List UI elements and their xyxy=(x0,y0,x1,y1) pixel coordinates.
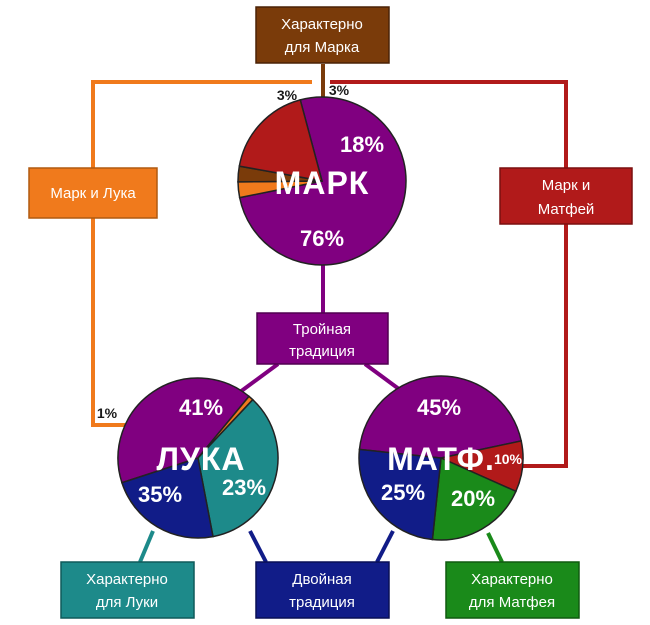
connector-mark-luke xyxy=(91,80,312,427)
box-double-line2: традиция xyxy=(289,594,355,611)
box-luke-only: Характерно для Луки xyxy=(60,561,195,619)
label-luke-mark-luke: 1% xyxy=(97,405,118,421)
box-luke-only-line1: Характерно xyxy=(86,571,168,588)
box-mark-only: Характерно для Марка xyxy=(255,6,390,64)
label-mark-mark-luke: 3% xyxy=(277,87,298,103)
connector-double-luke xyxy=(248,530,268,563)
box-mark-luke-line1: Марк и Лука xyxy=(50,185,136,202)
box-mark-matthew-line2: Матфей xyxy=(538,201,595,218)
connector-triple-luke xyxy=(238,362,280,394)
connector-double-matthew xyxy=(375,530,395,563)
pie-matthew-slice-triple xyxy=(358,375,523,459)
label-luke-luke-only: 35% xyxy=(138,482,182,507)
box-mark-only-line2: для Марка xyxy=(285,39,360,56)
label-matthew-triple: 45% xyxy=(417,395,461,420)
box-luke-only-line2: для Луки xyxy=(96,594,158,611)
label-matthew-double: 25% xyxy=(381,480,425,505)
box-double: Двойная традиция xyxy=(255,561,390,619)
connectors xyxy=(91,64,568,563)
box-matthew-only-line1: Характерно xyxy=(471,571,553,588)
pie-mark-slice-triple xyxy=(238,96,407,266)
pie-luke xyxy=(117,377,279,539)
connector-luke-only xyxy=(138,530,155,563)
box-double-line1: Двойная xyxy=(292,571,351,588)
pie-luke-slice-luke-only xyxy=(197,398,279,538)
box-matthew-only-line2: для Матфея xyxy=(469,594,555,611)
box-mark-only-line1: Характерно xyxy=(281,16,363,33)
connector-triple-matthew xyxy=(363,362,405,394)
connector-mark-matthew xyxy=(330,80,568,468)
box-mark-matthew: Марк и Матфей xyxy=(499,167,633,225)
label-luke-triple: 41% xyxy=(179,395,223,420)
box-triple-line1: Тройная xyxy=(293,321,351,338)
label-mark-mark-matthew: 18% xyxy=(340,132,384,157)
pie-matthew-slice-double xyxy=(358,448,442,541)
label-mark-mark-only: 3% xyxy=(329,82,350,98)
connector-matthew-only xyxy=(486,532,504,563)
pie-matthew-title: МАТФ. xyxy=(387,441,495,477)
pie-matthew-slice-matthew-only xyxy=(431,456,517,541)
pie-luke-slice-triple xyxy=(117,377,251,484)
pie-mark-title: МАРК xyxy=(275,165,370,201)
box-mark-matthew-line1: Марк и xyxy=(542,177,590,194)
label-mark-triple: 76% xyxy=(300,226,344,251)
box-triple-line2: традиция xyxy=(289,343,355,360)
box-mark-luke: Марк и Лука xyxy=(28,167,158,219)
label-matthew-mark-matthew: 10% xyxy=(494,451,523,467)
pie-luke-title: ЛУКА xyxy=(157,441,246,477)
label-luke-double: 23% xyxy=(222,475,266,500)
pie-mark-slice-mark-matthew xyxy=(238,98,324,182)
pie-matthew xyxy=(358,375,524,541)
pie-mark xyxy=(237,96,407,266)
label-matthew-matthew-only: 20% xyxy=(451,486,495,511)
pie-luke-slice-double xyxy=(120,457,214,539)
box-triple: Тройная традиция xyxy=(256,312,389,365)
box-matthew-only: Характерно для Матфея xyxy=(445,561,580,619)
